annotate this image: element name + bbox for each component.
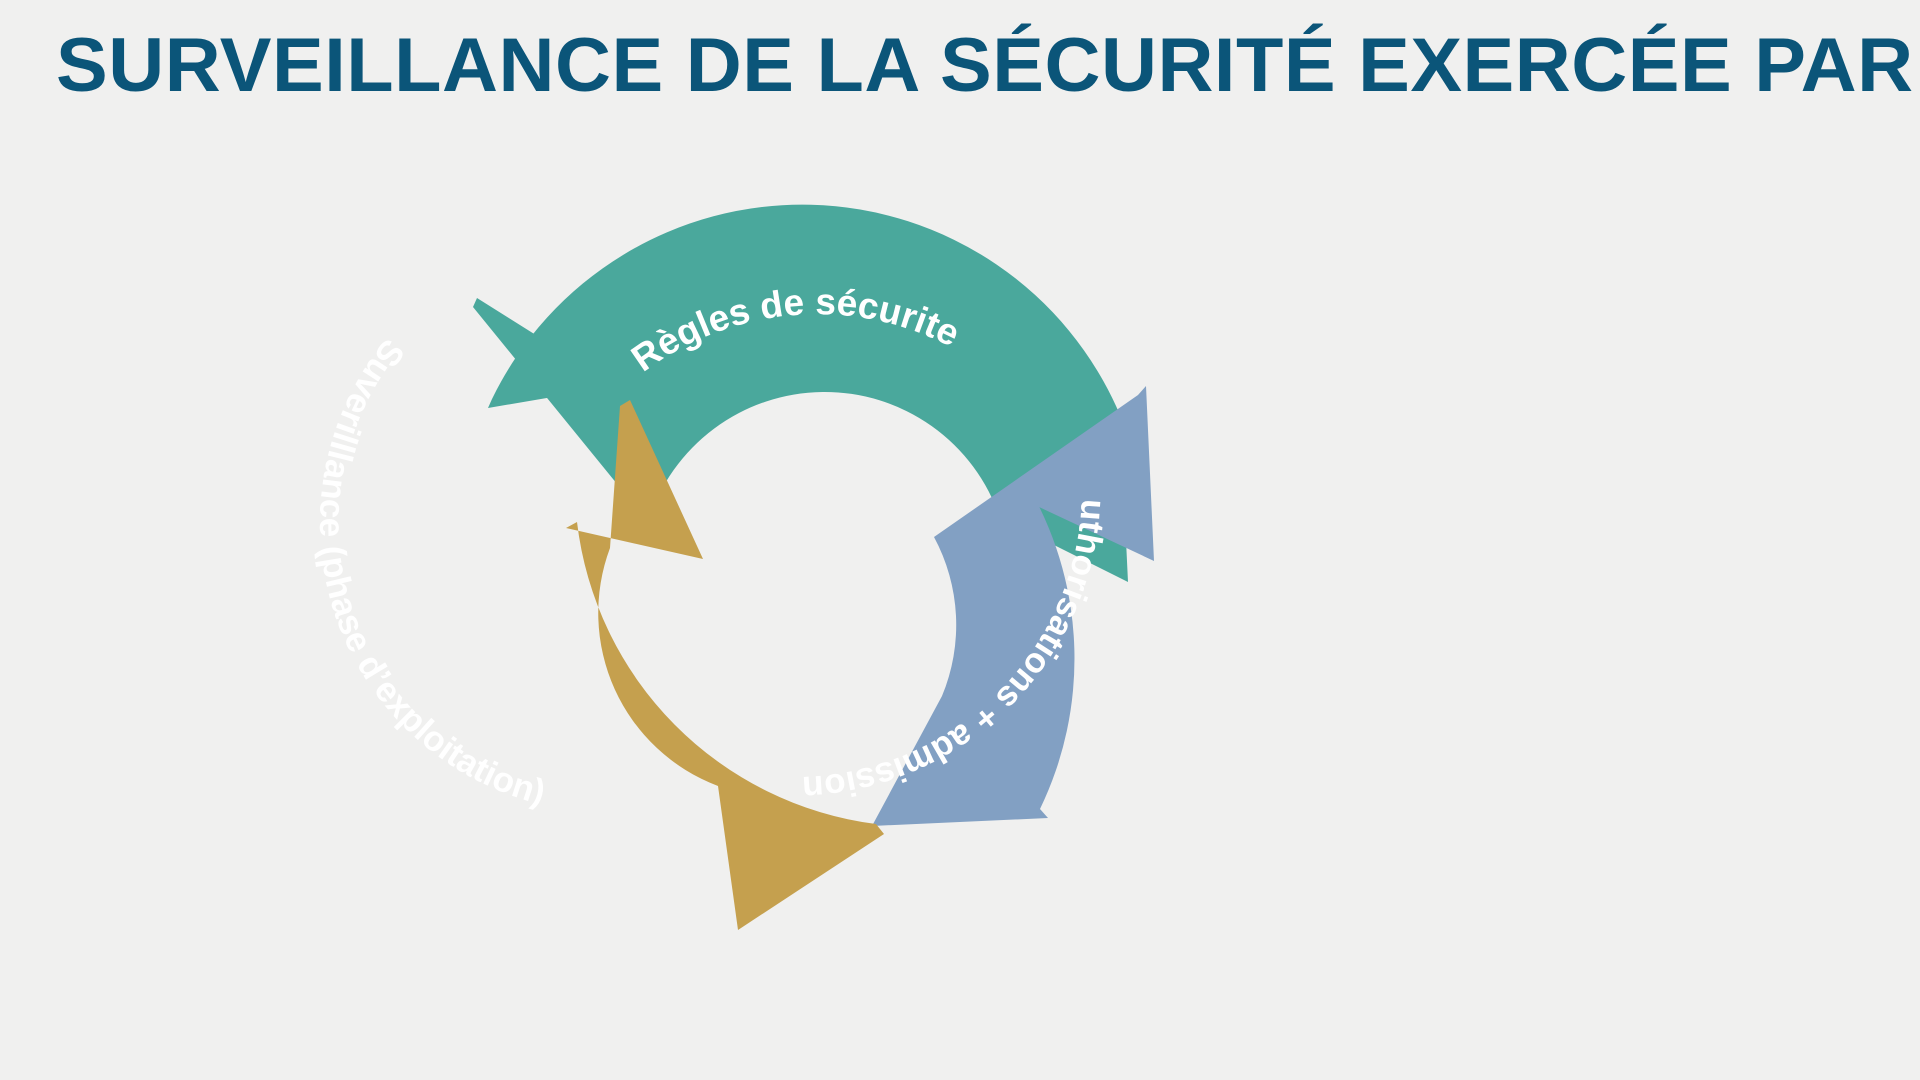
page-title: SURVEILLANCE DE LA SÉCURITÉ EXERCÉE PAR … <box>56 23 1920 108</box>
segment-surveillance-label: Suverilllance (phase d’exploitation) <box>312 332 549 812</box>
cycle-diagram-container: Règles de sécurite Authorisations + admi… <box>0 118 1920 1080</box>
segment-surveillance-label-text: Suverilllance (phase d’exploitation) <box>312 332 549 812</box>
segment-authorisations-shape <box>872 386 1154 826</box>
segment-surveillance-shape <box>566 400 884 930</box>
cycle-diagram: Règles de sécurite Authorisations + admi… <box>0 118 1154 930</box>
